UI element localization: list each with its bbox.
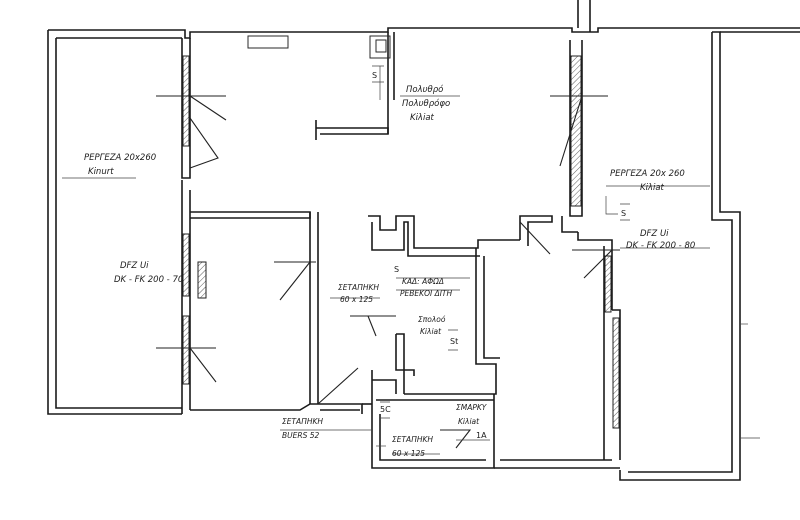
windows [182, 55, 620, 429]
label-line: 60 x 125 [340, 295, 373, 304]
interior-walls [181, 32, 621, 469]
doors [156, 95, 620, 449]
outer-walls [47, 0, 800, 481]
center-storage-label: ΣΕΤΑΠΗΚΗ 60 x 125 [338, 283, 379, 304]
upper-center-label: Πολυθρό Πολυθρόφο Kiλiat [402, 84, 450, 123]
label-line: ΣΕΤΑΠΗΚΗ [338, 283, 379, 292]
dimension-label: 5C [380, 405, 391, 414]
dimension-marks [372, 65, 630, 419]
center-room-label: ΚΑΔ: ΑΦΩΔ ΡΕΒΕΚΟΙ ΔΙΤΗ [400, 277, 452, 298]
west-window-label: ΡΕΡΓΕΖΑ 20x260 Kinurt [84, 153, 156, 177]
label-line: ΡΕΡΓΕΖΑ 20x 260 [610, 169, 685, 179]
label-line: Kiλiat [420, 327, 442, 336]
label-line: Πολυθρό [406, 84, 443, 95]
bottom-storage-label: ΣΕΤΑΠΗΚΗ 60 x 125 [392, 435, 433, 458]
bottom-right-label: ΣΜΑΡΚΥ Kiλiat [456, 403, 488, 426]
label-line: DK - FK 200 - 70 [114, 275, 183, 285]
label-line: ΚΑΔ: ΑΦΩΔ [402, 277, 444, 286]
label-line: ΡΕΒΕΚΟΙ ΔΙΤΗ [400, 289, 452, 298]
dimension-label: S [621, 209, 626, 218]
label-line: 60 x 125 [392, 449, 425, 458]
label-line: DFZ Ui [640, 229, 669, 239]
label-line: DFZ Ui [120, 261, 149, 271]
dimension-label: 1A [476, 431, 487, 440]
dimension-label: S [394, 265, 399, 274]
west-door-label: DFZ Ui DK - FK 200 - 70 [114, 261, 183, 285]
label-line: Kinurt [88, 167, 114, 177]
label-line: ΣΕΤΑΠΗΚΗ [282, 417, 323, 426]
east-window-label: ΡΕΡΓΕΖΑ 20x 260 Kiλiat [610, 169, 685, 193]
label-line: ΣΜΑΡΚΥ [456, 403, 488, 412]
dimension-label: S [372, 71, 377, 80]
east-door-label: DFZ Ui DK - FK 200 - 80 [626, 229, 695, 251]
bottom-left-label: ΣΕΤΑΠΗΚΗ BUERS 52 [282, 417, 323, 440]
label-line: BUERS 52 [282, 431, 320, 440]
leader-lines [62, 66, 760, 455]
label-line: Σπολοό [418, 315, 446, 324]
dimension-label: St [450, 337, 458, 346]
label-line: ΡΕΡΓΕΖΑ 20x260 [84, 153, 156, 163]
dimension-labels: S S S St 5C 1A [372, 71, 626, 440]
label-line: Kiλiat [410, 113, 435, 123]
label-line: DK - FK 200 - 80 [626, 241, 695, 251]
label-line: ΣΕΤΑΠΗΚΗ [392, 435, 433, 444]
small-room-label: Σπολοό Kiλiat [418, 315, 446, 336]
label-line: Kiλiat [640, 183, 665, 193]
label-line: Πολυθρόφο [402, 98, 450, 109]
label-line: Kiλiat [458, 417, 480, 426]
